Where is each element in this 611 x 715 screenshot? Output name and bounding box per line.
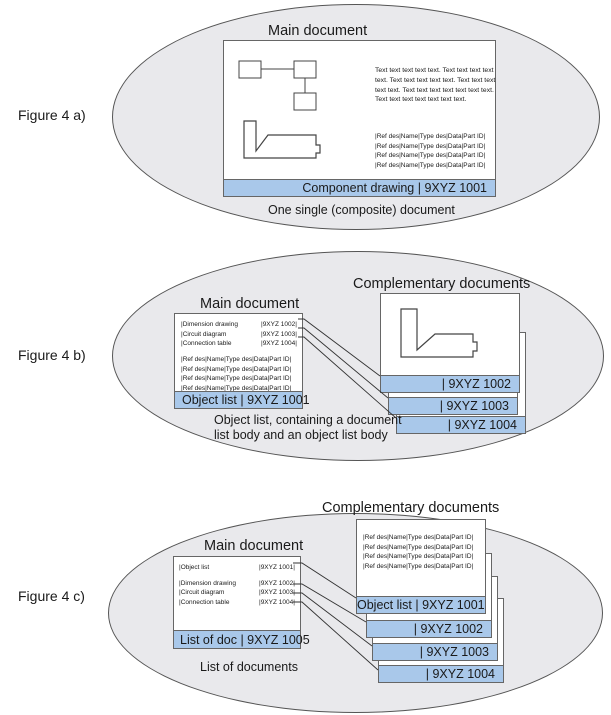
comp-doc-bar: | 9XYZ 1002 [381, 375, 519, 392]
figure-b-comp-title: Complementary documents [353, 276, 531, 292]
figure-c-comp-doc-1: |Ref des|Name|Type des|Data|Part ID| |Re… [356, 519, 486, 614]
comp-doc-bar: Object list | 9XYZ 1001 [357, 596, 485, 613]
figure-b-ref-list: |Ref des|Name|Type des|Data|Part ID| |Re… [181, 355, 291, 393]
figure-b-doc-list: |Dimension drawing |9XYZ 1002| |Circuit d… [181, 320, 301, 349]
doc-name: |Circuit diagram [181, 330, 227, 338]
figure-b-caption-line2: list body and an object list body [214, 428, 388, 442]
comp-doc-bar: | 9XYZ 1004 [397, 416, 525, 433]
list-item: |Object list |9XYZ 1001| [179, 563, 299, 573]
ref-row: |Ref des|Name|Type des|Data|Part ID| [363, 534, 474, 541]
figure-c-doc-list: |Object list |9XYZ 1001| |Dimension drawi… [179, 563, 299, 607]
figure-b-title: Main document [200, 296, 300, 312]
doc-code: |9XYZ 1002| [261, 321, 297, 328]
figure-b-title-bar: Object list | 9XYZ 1001 [175, 391, 310, 408]
comp-doc-bar: | 9XYZ 1003 [389, 397, 517, 414]
figure-a-ref-list: |Ref des|Name|Type des|Data|Part ID| |Re… [375, 132, 485, 170]
ref-row: |Ref des|Name|Type des|Data|Part ID| [181, 384, 292, 392]
ref-row: |Ref des|Name|Type des|Data|Part ID| [375, 161, 486, 169]
figure-b-caption-line1: Object list, containing a document [214, 413, 402, 427]
list-item: |Connection table |9XYZ 1004| [179, 598, 299, 608]
component-drawing-sketch [238, 60, 321, 159]
figure-c-label: Figure 4 c) [18, 588, 85, 604]
ref-row: |Ref des|Name|Type des|Data|Part ID| [181, 356, 292, 363]
ref-row: |Ref des|Name|Type des|Data|Part ID| [363, 562, 474, 570]
figure-c-comp-title: Complementary documents [322, 500, 500, 516]
dimension-drawing-sketch [400, 308, 478, 358]
figure-c-ref-list: |Ref des|Name|Type des|Data|Part ID| |Re… [363, 533, 473, 571]
list-item: |Dimension drawing |9XYZ 1002| [181, 320, 301, 330]
figure-c-title: Main document [204, 538, 304, 554]
doc-name: |Object list [179, 564, 210, 571]
doc-code: |9XYZ 1002| [259, 579, 295, 587]
ref-row: |Ref des|Name|Type des|Data|Part ID| [375, 133, 486, 140]
figure-a-text-block: Text text text text text. Text text text… [375, 67, 496, 104]
figure-b-label: Figure 4 b) [18, 347, 86, 363]
doc-code: |9XYZ 1003| [259, 589, 295, 596]
list-item: |Dimension drawing |9XYZ 1002| [179, 579, 299, 589]
list-item: |Circuit diagram |9XYZ 1003| [179, 588, 299, 598]
figure-a-title: Main document [268, 23, 368, 39]
doc-code: |9XYZ 1003| [261, 330, 297, 338]
list-item: |Circuit diagram |9XYZ 1003| [181, 330, 301, 340]
figure-c-title-bar: List of doc | 9XYZ 1005 [174, 630, 310, 648]
ref-row: |Ref des|Name|Type des|Data|Part ID| [363, 543, 474, 551]
figure-a-caption: One single (composite) document [268, 203, 455, 217]
doc-code: |9XYZ 1001| [259, 564, 295, 571]
ref-row: |Ref des|Name|Type des|Data|Part ID| [375, 152, 486, 159]
doc-code: |9XYZ 1004| [261, 340, 297, 347]
figure-c-caption: List of documents [200, 660, 298, 674]
doc-name: |Dimension drawing [179, 579, 236, 587]
ref-row: |Ref des|Name|Type des|Data|Part ID| [375, 142, 486, 150]
doc-name: |Circuit diagram [179, 589, 225, 596]
list-item: |Connection table |9XYZ 1004| [181, 339, 301, 349]
figure-a-label: Figure 4 a) [18, 107, 86, 123]
doc-name: |Connection table [181, 340, 232, 347]
ref-row: |Ref des|Name|Type des|Data|Part ID| [363, 553, 474, 560]
figure-a-title-bar: Component drawing | 9XYZ 1001 [224, 179, 495, 196]
comp-doc-bar: | 9XYZ 1003 [373, 643, 497, 660]
comp-doc-bar: | 9XYZ 1002 [367, 620, 491, 637]
figure-b-comp-doc-1: | 9XYZ 1002 [380, 293, 520, 393]
ref-row: |Ref des|Name|Type des|Data|Part ID| [181, 365, 292, 373]
figure-a-document: Text text text text text. Text text text… [223, 40, 496, 197]
doc-name: |Dimension drawing [181, 321, 238, 328]
ref-row: |Ref des|Name|Type des|Data|Part ID| [181, 375, 292, 382]
figure-c-main-document: |Object list |9XYZ 1001| |Dimension drawi… [173, 556, 310, 649]
figure-b-main-document: |Dimension drawing |9XYZ 1002| |Circuit d… [174, 313, 310, 409]
doc-code: |9XYZ 1004| [259, 598, 295, 606]
comp-doc-bar: | 9XYZ 1004 [379, 665, 503, 682]
doc-name: |Connection table [179, 598, 230, 606]
